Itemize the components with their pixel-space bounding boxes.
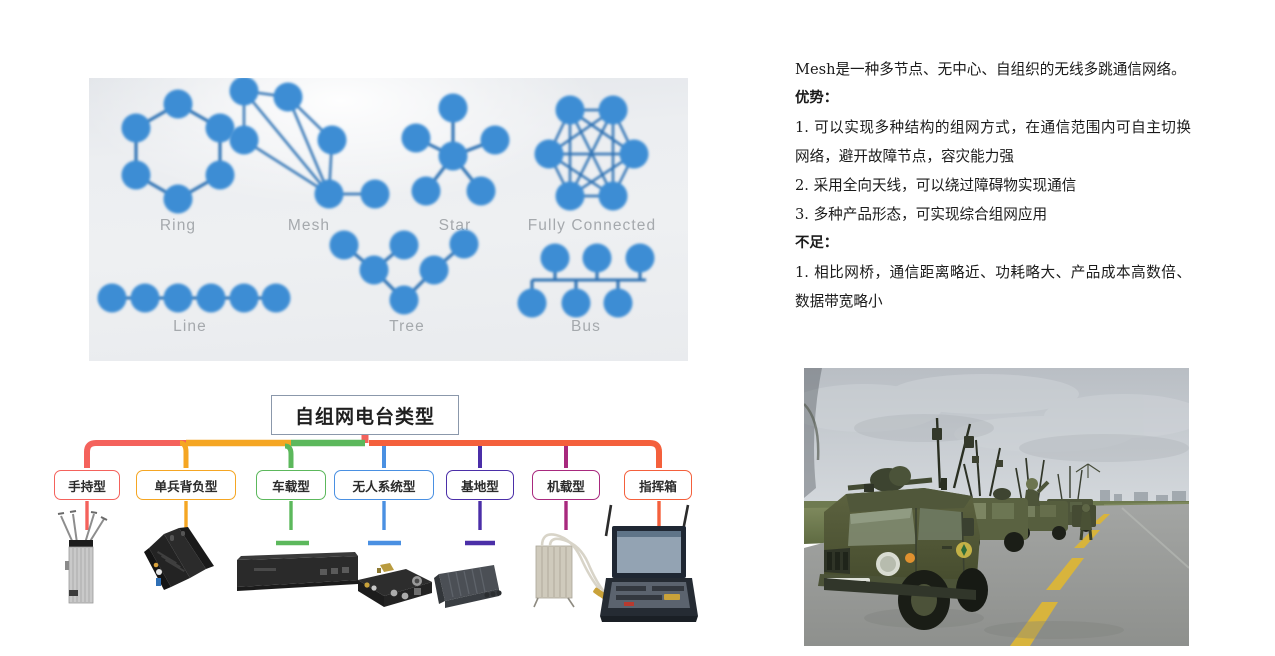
mindmap-title-box: 自组网电台类型 (271, 395, 459, 435)
topology-label-fully-connected: Fully Connected (528, 217, 657, 234)
category-box-vehicle[interactable]: 车载型 (256, 470, 326, 500)
description-text-column: Mesh是一种多节点、无中心、自组织的无线多跳通信网络。 优势： 1. 可以实现… (795, 55, 1191, 316)
device-command-case (600, 504, 698, 622)
topology-line (97, 283, 291, 313)
advantage-item: 3. 多种产品形态，可实现综合组网应用 (795, 206, 1048, 223)
topology-star (401, 93, 510, 206)
soldier-figure (1024, 478, 1050, 506)
category-box-unmanned[interactable]: 无人系统型 (334, 470, 434, 500)
topology-fully-connected (534, 95, 649, 211)
category-box-handheld[interactable]: 手持型 (54, 470, 120, 500)
category-label: 车载型 (272, 478, 310, 494)
soldier-standing (1079, 504, 1093, 541)
category-label: 手持型 (68, 478, 106, 494)
mindmap-connectors (57, 435, 698, 622)
category-label: 单兵背负型 (154, 478, 218, 494)
network-topology-illustration: Ring Mesh (89, 78, 688, 361)
advantages-heading: 优势： (795, 90, 839, 106)
category-box-command-case[interactable]: 指挥箱 (624, 470, 692, 500)
category-label: 指挥箱 (639, 478, 677, 494)
topology-label-line: Line (173, 318, 207, 335)
device-unmanned-radio (358, 563, 432, 607)
topology-label-ring: Ring (160, 217, 196, 234)
category-box-base[interactable]: 基地型 (446, 470, 514, 500)
device-manpack-radio (144, 527, 214, 590)
topology-label-tree: Tree (389, 318, 425, 335)
disadvantages-heading: 不足： (795, 235, 839, 251)
advantage-item: 1. 可以实现多种结构的组网方式，在通信范围内可自主切换网络，避开故障节点，容灾… (795, 119, 1191, 165)
topology-tree (329, 229, 479, 315)
category-box-manpack[interactable]: 单兵背负型 (136, 470, 236, 500)
military-convoy-photo (804, 368, 1189, 646)
category-box-airborne[interactable]: 机载型 (532, 470, 600, 500)
vehicle-emblem (956, 542, 972, 558)
topology-mesh (229, 78, 390, 209)
device-airborne-radio (533, 533, 609, 608)
mindmap-title: 自组网电台类型 (294, 405, 435, 428)
topology-ring (121, 89, 235, 214)
device-handheld-radio (57, 510, 108, 604)
device-rack-radio (237, 552, 358, 591)
category-label: 无人系统型 (352, 478, 416, 494)
intro-paragraph: Mesh是一种多节点、无中心、自组织的无线多跳通信网络。 (795, 61, 1186, 78)
device-base-station (434, 565, 502, 608)
convoy-lead-vehicle (818, 417, 988, 630)
category-label: 机载型 (547, 478, 585, 494)
topology-label-mesh: Mesh (288, 217, 330, 234)
disadvantage-item: 1. 相比网桥，通信距离略近、功耗略大、产品成本高数倍、数据带宽略小 (795, 264, 1191, 310)
advantage-item: 2. 采用全向天线，可以绕过障碍物实现通信 (795, 177, 1077, 194)
topology-bus (517, 243, 655, 318)
topology-label-bus: Bus (571, 318, 601, 335)
category-label: 基地型 (461, 478, 499, 494)
radio-types-diagram: 自组网电台类型 手持型 单兵背负型 车载型 无人系统型 基地型 机载型 指挥箱 (28, 388, 698, 634)
